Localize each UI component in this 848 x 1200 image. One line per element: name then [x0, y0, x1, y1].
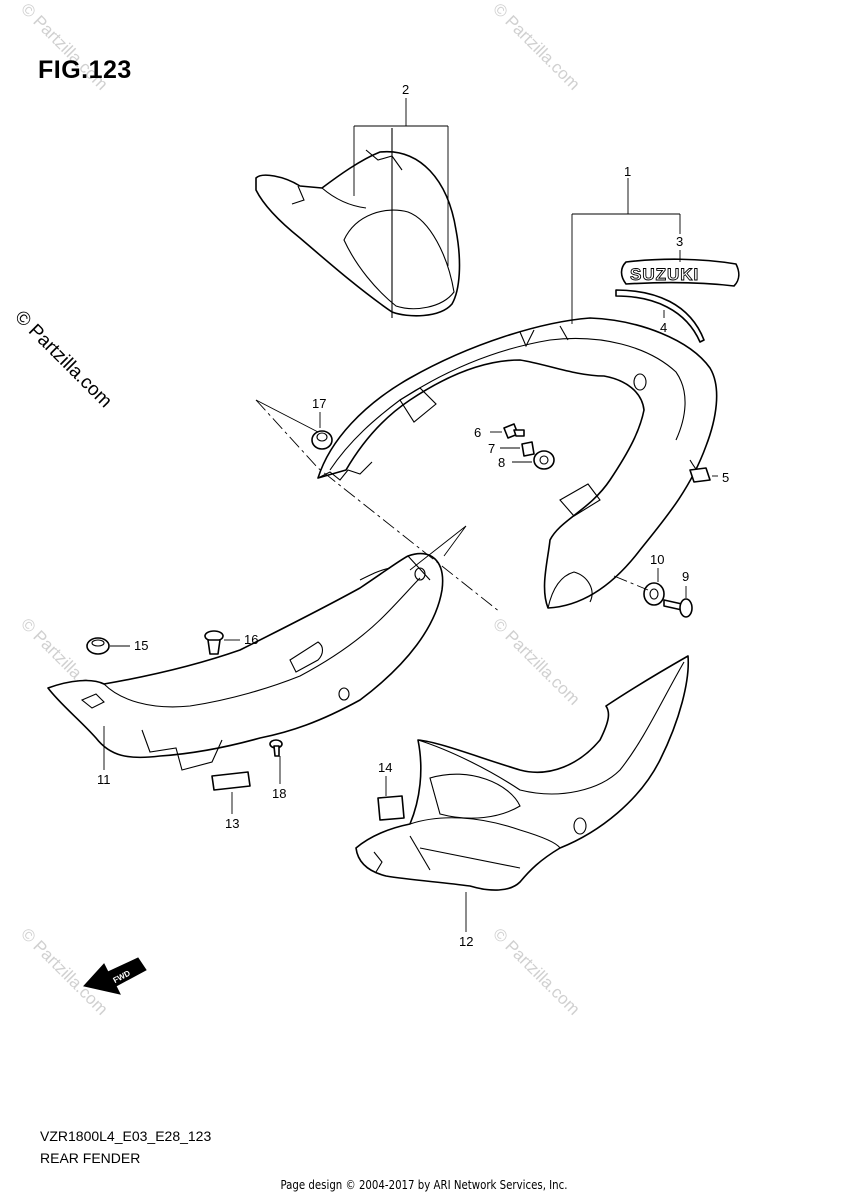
emblem-text: SUZUKI — [630, 265, 699, 284]
callout-4: 4 — [660, 320, 667, 335]
callout-5: 5 — [722, 470, 729, 485]
watermark: © Partzilla.com — [489, 924, 583, 1018]
callout-16: 16 — [244, 632, 258, 647]
callout-3: 3 — [676, 234, 683, 249]
part-2-front-cover — [255, 128, 461, 318]
part-3-emblem: SUZUKI — [620, 258, 740, 287]
callout-15: 15 — [134, 638, 148, 653]
part-16-rivet — [204, 630, 224, 655]
callout-labels: 1 2 3 4 5 6 7 8 9 10 11 12 13 14 15 16 1… — [97, 82, 729, 949]
section-name: REAR FENDER — [40, 1150, 141, 1166]
part-12-side-cover — [355, 655, 690, 891]
part-15-grommet — [86, 637, 110, 655]
callout-12: 12 — [459, 934, 473, 949]
watermark: © Partzilla.com — [489, 0, 583, 94]
part-13-reflector — [211, 771, 251, 791]
part-17-grommet — [311, 430, 333, 450]
callout-6: 6 — [474, 425, 481, 440]
callout-18: 18 — [272, 786, 286, 801]
model-code: VZR1800L4_E03_E28_123 — [40, 1128, 212, 1144]
callout-14: 14 — [378, 760, 392, 775]
watermark: © Partzilla.com — [489, 614, 583, 708]
leader-lines — [103, 98, 718, 932]
side-watermark: © Partzilla.com — [10, 307, 115, 412]
part-6-bolt — [503, 423, 525, 439]
callout-11: 11 — [97, 772, 111, 787]
figure-title: FIG.123 — [38, 56, 132, 84]
part-7-collar — [521, 441, 535, 457]
part-1-rear-fender — [317, 317, 718, 609]
callout-13: 13 — [225, 816, 239, 831]
callout-1: 1 — [624, 164, 631, 179]
callout-8: 8 — [498, 455, 505, 470]
part-11-side-cover — [47, 552, 444, 771]
callout-10: 10 — [650, 552, 664, 567]
part-8-grommet — [533, 450, 555, 470]
part-10-cushion — [643, 582, 665, 606]
part-18-screw — [269, 739, 283, 757]
callout-9: 9 — [682, 569, 689, 584]
callout-7: 7 — [488, 441, 495, 456]
part-14-reflector — [377, 795, 405, 821]
part-9-screw — [663, 598, 693, 618]
callout-2: 2 — [402, 82, 409, 97]
part-4-tape — [615, 289, 705, 343]
page-credit: Page design © 2004-2017 by ARI Network S… — [280, 1178, 568, 1192]
part-5-clip — [689, 467, 711, 483]
callout-17: 17 — [312, 396, 326, 411]
